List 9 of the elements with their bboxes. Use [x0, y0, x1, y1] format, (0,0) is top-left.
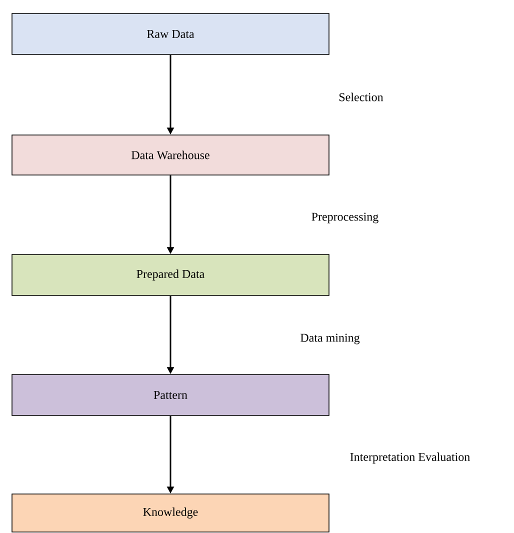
step-label: Preprocessing — [312, 212, 378, 224]
process-box: Prepared Data — [12, 254, 330, 296]
process-box: Data Warehouse — [12, 134, 330, 176]
step-label: Selection — [339, 92, 384, 102]
step-label: Interpretation Evaluation — [350, 452, 470, 464]
process-box: Raw Data — [12, 13, 330, 55]
process-box: Pattern — [12, 374, 330, 416]
process-box: Knowledge — [12, 494, 330, 532]
step-label: Data mining — [300, 334, 360, 344]
